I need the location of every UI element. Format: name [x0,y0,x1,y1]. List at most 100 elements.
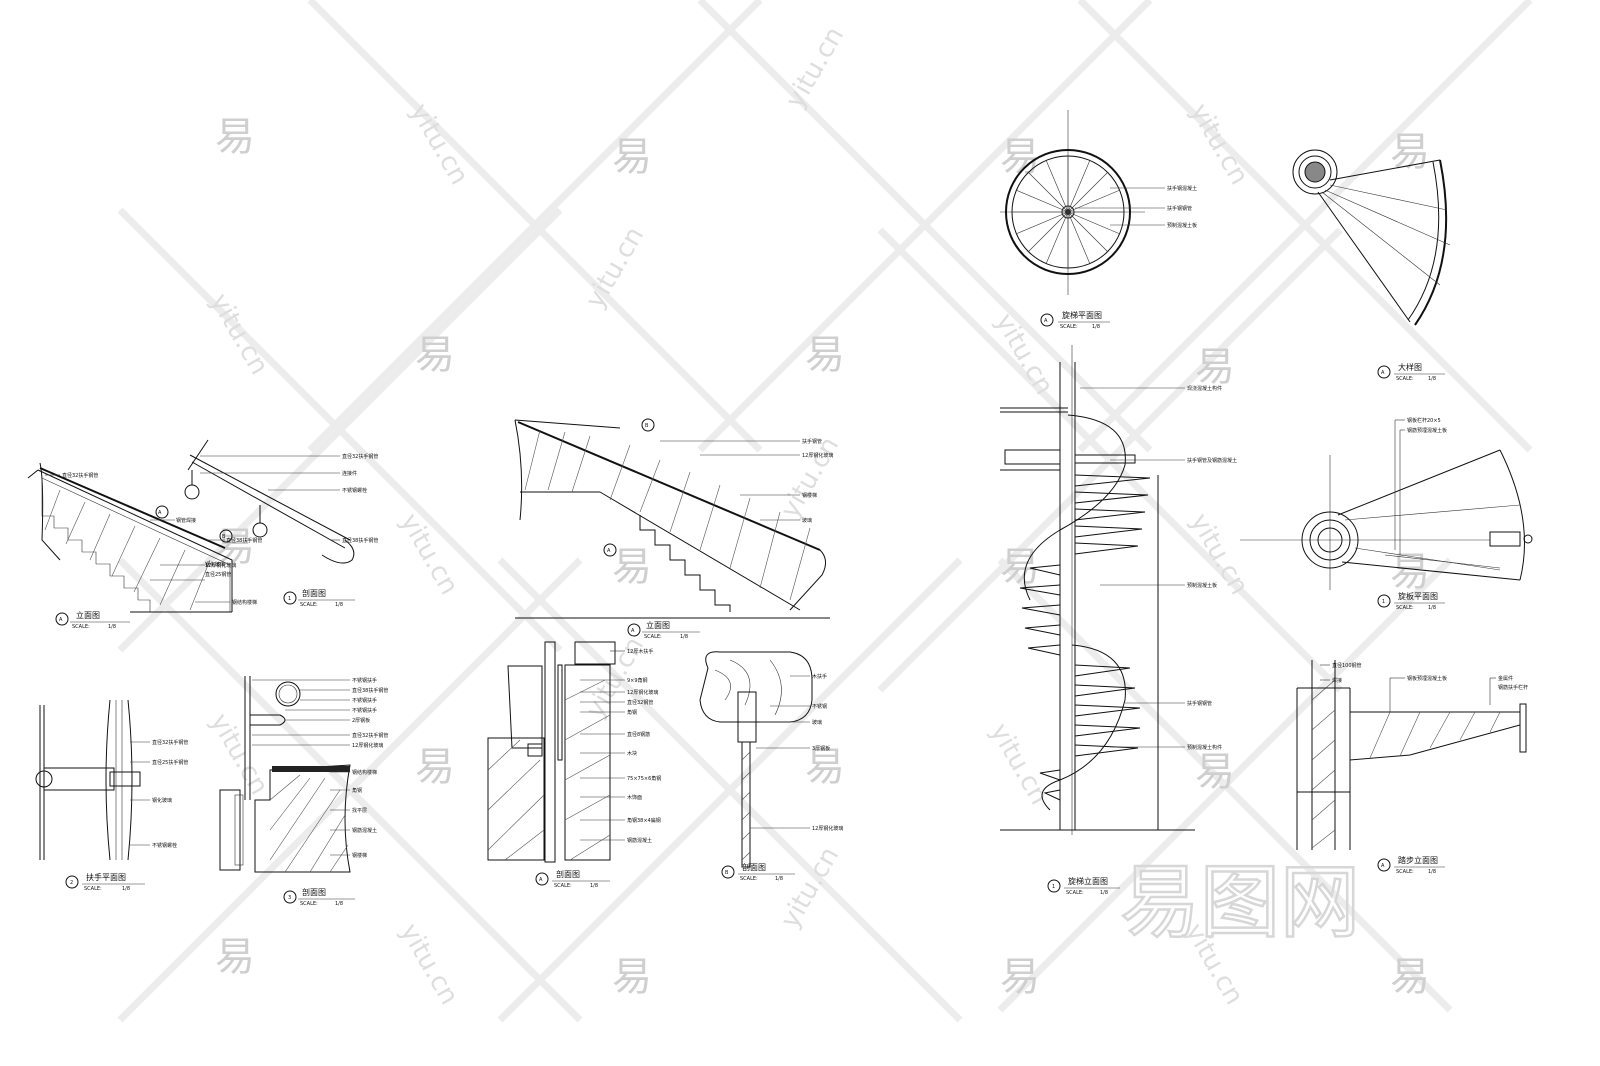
svg-text:B: B [645,423,649,429]
svg-text:12厚钢化玻璃: 12厚钢化玻璃 [802,452,833,459]
svg-text:角钢: 角钢 [627,709,637,716]
watermark-url: yitu.cn [984,719,1054,810]
panel-1-title: A 立面图 SCALE: 1/8 [55,610,130,630]
panel-spiral-stair-elevation: 现浇混凝土构件 扶手钢管及钢筋混凝土 预制混凝土板 扶手钢钢管 预制混凝土构件 … [1000,345,1237,896]
svg-text:找平层: 找平层 [352,807,367,814]
svg-text:1/8: 1/8 [775,876,783,882]
svg-text:1/8: 1/8 [1428,605,1436,611]
svg-text:现浇混凝土构件: 现浇混凝土构件 [1187,385,1222,392]
panel-7-callouts: 木扶手 不锈钢 玻璃 3厚钢板 12厚钢化玻璃 [750,673,843,832]
watermark-char: 易 [1195,749,1235,795]
svg-text:钢管焊接: 钢管焊接 [176,517,196,524]
svg-text:A: A [59,617,63,623]
panel-handrail-section: 直径32扶手钢管 连接件 不锈钢螺栓 直径38扶手钢管 1 剖面图 SCALE:… [184,439,378,608]
svg-text:1/8: 1/8 [680,634,688,640]
panel-12-callouts: 直径100钢管 焊接 钢板预埋混凝土板 金属件 钢筋扶手栏杆 [1320,662,1528,712]
panel-8-title: A 旋梯平面图 SCALE: 1/8 [1040,310,1110,330]
svg-text:B: B [222,534,226,540]
svg-text:钢筋混凝土: 钢筋混凝土 [627,837,652,844]
svg-text:钢结构楼梯: 钢结构楼梯 [352,769,377,776]
svg-text:扶手平面图: 扶手平面图 [86,872,126,882]
svg-text:A: A [631,628,635,634]
watermark-url: yitu.cn [394,919,464,1010]
svg-text:大样图: 大样图 [1398,362,1422,372]
svg-text:剖面图: 剖面图 [742,862,766,872]
svg-text:立面图: 立面图 [646,620,670,630]
svg-text:扶手钢混凝土: 扶手钢混凝土 [1167,185,1197,192]
svg-text:75×75×6角钢: 75×75×6角钢 [627,775,661,782]
svg-text:A: A [158,510,162,516]
panel-stair-glass-elevation: A B 直径32扶手钢管 钢管焊接 直径38扶手钢管 钢化玻璃 12厚钢化玻璃 … [27,462,262,630]
svg-text:1/8: 1/8 [1100,890,1108,896]
svg-text:钢板预埋混凝土板: 钢板预埋混凝土板 [1407,675,1447,682]
svg-text:钢楼梯: 钢楼梯 [802,492,817,499]
svg-text:SCALE:: SCALE: [300,901,318,907]
watermark-url: yitu.cn [780,22,850,113]
svg-text:A: A [607,548,611,554]
panel-10-title: 1 旋梯立面图 SCALE: 1/8 [1047,876,1120,896]
svg-text:1: 1 [288,596,291,602]
watermark-char: 易 [215,934,255,980]
svg-text:直径8钢筋: 直径8钢筋 [627,731,650,738]
svg-text:扶手钢管及钢筋混凝土: 扶手钢管及钢筋混凝土 [1187,457,1237,464]
svg-text:预制混凝土板: 预制混凝土板 [1187,582,1217,589]
svg-text:连接件: 连接件 [342,470,357,477]
panel-4-callouts: 不锈钢扶手 直径38扶手钢管 不锈钢扶手 不锈钢扶手 2厚钢板 直径32扶手钢管… [252,677,388,859]
panel-handrail-plan: 直径32扶手钢管 直径25扶手钢管 钢化玻璃 不锈钢螺栓 2 扶手平面图 SCA… [35,699,188,892]
watermark-char: 易 [415,744,455,790]
svg-text:钢筋预埋混凝土板: 钢筋预埋混凝土板 [1407,427,1447,434]
svg-text:剖面图: 剖面图 [302,887,326,897]
svg-text:不锈钢: 不锈钢 [812,703,827,710]
svg-text:SCALE:: SCALE: [740,876,758,882]
svg-text:不锈钢螺栓: 不锈钢螺栓 [342,487,367,494]
watermark-char: 易 [1195,344,1235,390]
svg-text:剖面图: 剖面图 [302,588,326,598]
panel-rail-base-section: 不锈钢扶手 直径38扶手钢管 不锈钢扶手 不锈钢扶手 2厚钢板 直径32扶手钢管… [219,676,388,907]
watermark-char: 易 [612,544,652,590]
svg-text:直径32扶手钢管: 直径32扶手钢管 [352,732,388,739]
svg-text:A: A [1044,318,1048,324]
svg-text:1/8: 1/8 [590,883,598,889]
svg-text:1/8: 1/8 [108,624,116,630]
panel-11-title: 1 旋板平面图 SCALE: 1/8 [1377,591,1445,611]
watermark-char: 易 [1000,544,1040,590]
watermark-url: yitu.cn [580,222,650,313]
watermark-char: 易 [1390,549,1430,595]
watermark-char: 易 [612,134,652,180]
panel-4-title: 3 剖面图 SCALE: 1/8 [283,887,355,907]
svg-text:直径32扶手钢管: 直径32扶手钢管 [152,739,188,746]
svg-text:钢板栏杆20×5: 钢板栏杆20×5 [1407,417,1441,424]
watermark-layer: 易 易 易 易 易 易 易 易 易 易 易 易 易 易 易 易 易 易 yitu… [117,0,1533,1023]
svg-text:1/8: 1/8 [1428,376,1436,382]
svg-text:3: 3 [288,895,291,901]
svg-text:旋板平面图: 旋板平面图 [1398,591,1438,601]
panel-spiral-stair-plan: 扶手钢混凝土 扶手钢钢管 预制混凝土板 A 旋梯平面图 SCALE: 1/8 [1000,110,1197,330]
watermark-char: 易 [1390,129,1430,175]
svg-text:踏步立面图: 踏步立面图 [1398,855,1438,865]
svg-text:直径100钢管: 直径100钢管 [1332,662,1362,669]
svg-text:12厚钢化玻璃: 12厚钢化玻璃 [812,825,843,832]
watermark-char: 易 [215,114,255,160]
panel-1-callouts: 直径32扶手钢管 钢管焊接 直径38扶手钢管 钢化玻璃 12厚钢化玻璃 直径25… [45,472,262,606]
watermark-char: 易 [415,332,455,378]
svg-text:不锈钢螺栓: 不锈钢螺栓 [152,842,177,849]
svg-text:直径32扶手钢管: 直径32扶手钢管 [62,472,98,479]
svg-text:钢结构楼梯: 钢结构楼梯 [232,599,257,606]
panel-5-callouts: 扶手钢管 12厚钢化玻璃 钢楼梯 玻璃 [660,438,833,524]
svg-text:直径32钢管: 直径32钢管 [627,699,653,706]
watermark-char: 易 [1390,954,1430,1000]
svg-text:SCALE:: SCALE: [1066,890,1084,896]
panel-wood-rail-section: 木扶手 不锈钢 玻璃 3厚钢板 12厚钢化玻璃 B 剖面图 SCALE: 1/8 [699,651,843,882]
svg-text:玻璃: 玻璃 [802,517,812,524]
svg-text:SCALE:: SCALE: [1396,605,1414,611]
svg-text:1/8: 1/8 [335,901,343,907]
svg-text:钢化玻璃: 钢化玻璃 [205,561,225,568]
svg-text:木扶手: 木扶手 [812,673,827,680]
svg-text:剖面图: 剖面图 [556,869,580,879]
svg-text:SCALE:: SCALE: [554,883,572,889]
svg-text:12厚钢化玻璃: 12厚钢化玻璃 [627,689,658,696]
svg-text:1/8: 1/8 [1092,324,1100,330]
svg-text:焊接: 焊接 [1332,677,1342,684]
svg-text:直径25钢管: 直径25钢管 [205,571,231,578]
panel-11-callouts: 钢板栏杆20×5 钢筋预埋混凝土板 [1394,417,1447,555]
